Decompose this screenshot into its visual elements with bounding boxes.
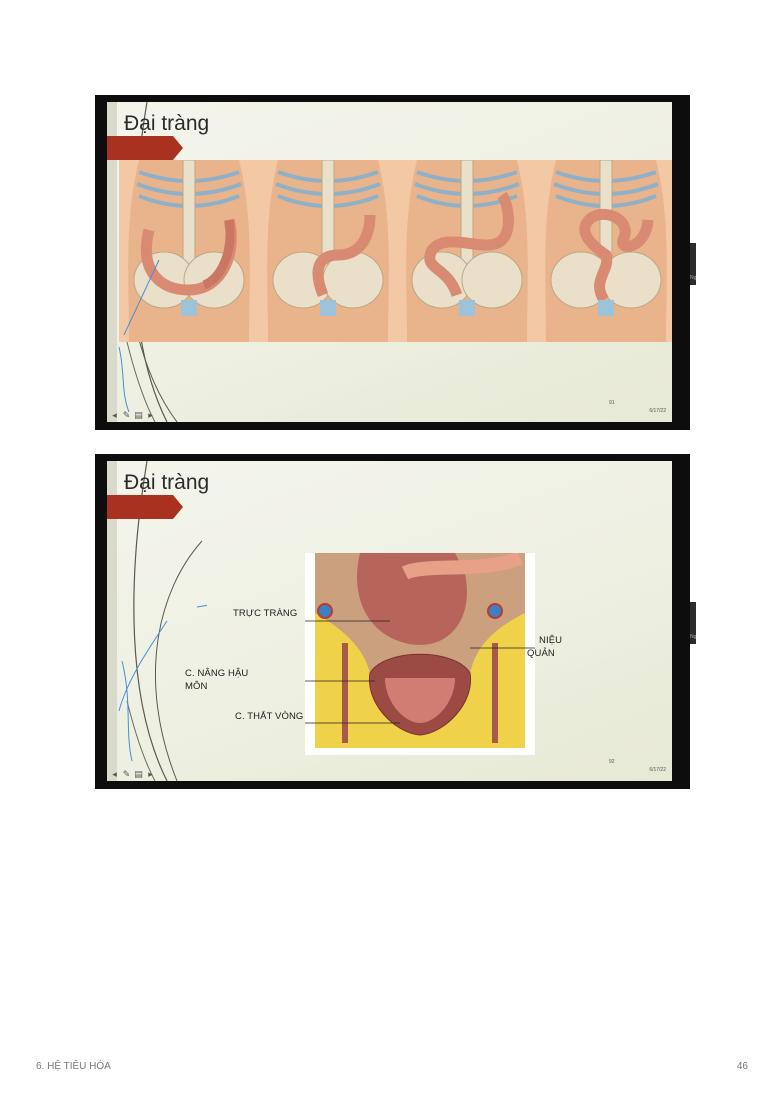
slide-date: 6/17/22 xyxy=(649,767,666,773)
label-ureter-line2: QUẢN xyxy=(527,648,555,659)
menu-icon[interactable]: ▤ xyxy=(134,769,143,779)
colon-variants-illustration xyxy=(119,160,672,342)
label-levator-ani-line2: MÔN xyxy=(185,681,208,692)
label-sphincter: C. THẮT VÒNG xyxy=(235,711,304,722)
previous-arrow-icon[interactable]: ◂ xyxy=(112,769,117,779)
slide-title: Đại tràng xyxy=(124,471,210,494)
side-panel-peek: Ng xyxy=(690,243,696,285)
footer-page-number: 46 xyxy=(736,1061,748,1072)
previous-arrow-icon[interactable]: ◂ xyxy=(112,410,117,420)
label-rectum: TRỰC TRÀNG xyxy=(233,608,298,619)
next-arrow-icon[interactable]: ▸ xyxy=(148,769,153,779)
next-arrow-icon[interactable]: ▸ xyxy=(148,410,153,420)
slide-frame-1: Đại tràng xyxy=(95,95,696,430)
anatomy-panel-3 xyxy=(397,160,537,342)
title-accent-tab xyxy=(107,495,183,519)
pen-icon[interactable]: ✎ xyxy=(122,769,131,779)
menu-icon[interactable]: ▤ xyxy=(134,410,143,420)
title-accent-tab xyxy=(107,136,183,160)
label-levator-ani-line1: C. NÂNG HẬU xyxy=(185,668,249,679)
slide-frame-2: Đại tràng TRỰC TRÀ xyxy=(95,454,696,789)
slide-1: Đại tràng xyxy=(107,102,672,422)
slide-number: 91 xyxy=(609,400,615,406)
slide-title: Đại tràng xyxy=(124,112,210,135)
footer-chapter: 6. HỆ TIÊU HÓA xyxy=(36,1061,111,1072)
rectum-cross-section-illustration xyxy=(305,551,535,755)
slide-2: Đại tràng TRỰC TRÀ xyxy=(107,461,672,781)
slide-left-strip xyxy=(107,461,117,781)
anatomy-panel-4 xyxy=(536,160,672,342)
label-ureter-line1: NIỆU xyxy=(539,635,563,646)
anatomy-panel-2 xyxy=(258,160,398,342)
pen-icon[interactable]: ✎ xyxy=(122,410,131,420)
slide-left-strip xyxy=(107,102,117,422)
side-panel-peek: Ng xyxy=(690,602,696,644)
anatomy-panel-1 xyxy=(119,160,259,342)
slideshow-toolbar: ◂ ✎ ▤ ▸ xyxy=(110,411,155,420)
slide-number: 92 xyxy=(609,759,615,765)
slide-date: 6/17/22 xyxy=(649,408,666,414)
slideshow-toolbar: ◂ ✎ ▤ ▸ xyxy=(110,770,155,779)
